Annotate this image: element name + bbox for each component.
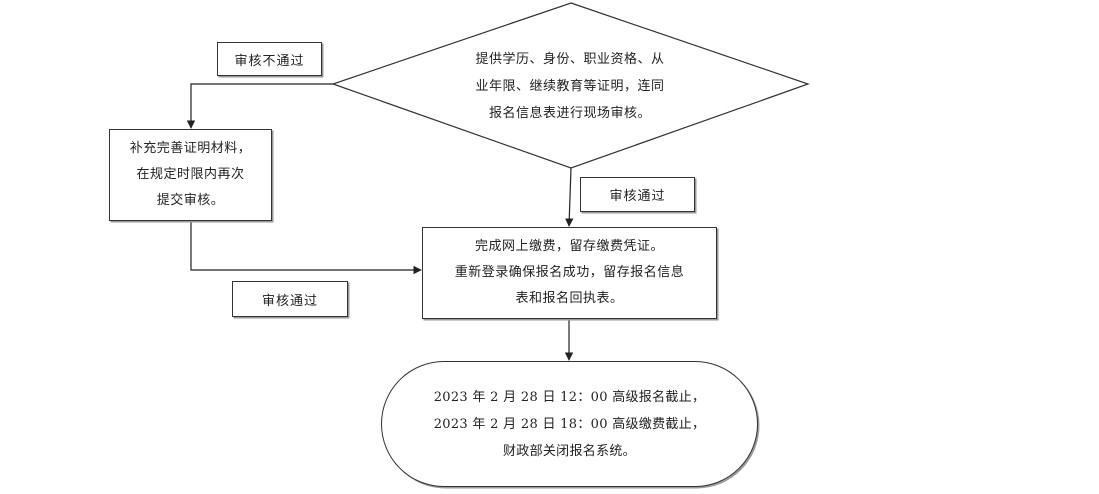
pass-label-right-text: 审核通过 [609, 189, 666, 204]
fail-arrow [186, 83, 333, 129]
deadline-line: 2023 年 2 月 28 日 18：00 高级缴费截止， [433, 416, 706, 432]
pass-label-left-text: 审核通过 [261, 293, 318, 309]
payment-line: 表和报名回执表。 [515, 291, 624, 306]
decision-line: 提供学历、身份、职业资格、从 [475, 52, 665, 67]
supplement-line: 在规定时限内再次 [136, 167, 245, 182]
deadline-terminal: 2023 年 2 月 28 日 12：00 高级报名截止， 2023 年 2 月… [381, 361, 758, 487]
resubmit-arrow [190, 221, 422, 275]
supplement-box: 补充完善证明材料， 在规定时限内再次 提交审核。 [109, 129, 272, 221]
supplement-line: 补充完善证明材料， [129, 141, 252, 156]
decision-line: 业年限、继续教育等证明，连同 [475, 79, 665, 94]
decision-line: 报名信息表进行现场审核。 [488, 106, 651, 121]
supplement-line: 提交审核。 [156, 193, 225, 208]
pass-arrow-down [565, 167, 574, 227]
fail-label: 审核不通过 [217, 42, 322, 76]
payment-line: 完成网上缴费，留存缴费凭证。 [474, 239, 664, 254]
pass-label-right: 审核通过 [580, 177, 695, 212]
deadline-line: 财政部关闭报名系统。 [502, 443, 636, 459]
payment-line: 重新登录确保报名成功，留存报名信息 [454, 265, 685, 280]
decision-text: 提供学历、身份、职业资格、从 业年限、继续教育等证明，连同 报名信息表进行现场审… [445, 46, 695, 127]
pass-label-left: 审核通过 [232, 281, 348, 317]
fail-label-text: 审核不通过 [234, 53, 305, 69]
deadline-line: 2023 年 2 月 28 日 12：00 高级报名截止， [433, 389, 706, 405]
payment-box: 完成网上缴费，留存缴费凭证。 重新登录确保报名成功，留存报名信息 表和报名回执表… [422, 227, 717, 319]
